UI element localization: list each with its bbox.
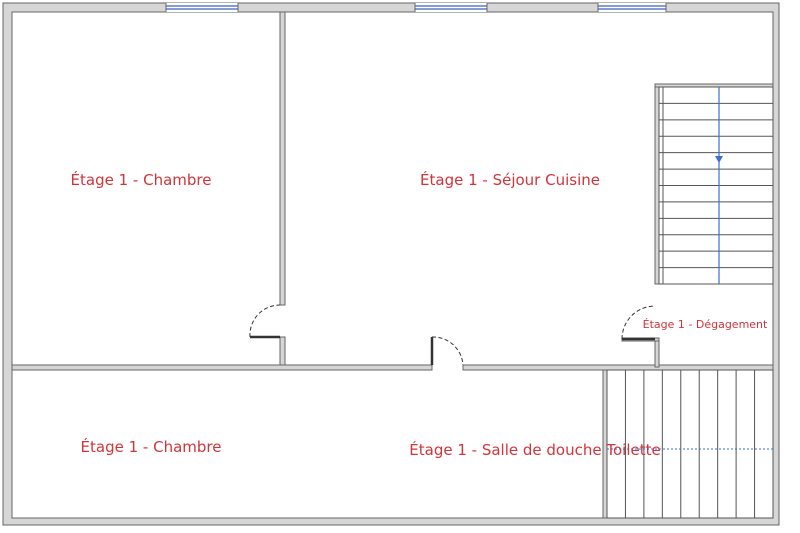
window-top-right xyxy=(598,3,666,12)
doors xyxy=(249,304,656,366)
label-chambre-top: Étage 1 - Chambre xyxy=(71,170,212,189)
label-degagement: Étage 1 - Dégagement xyxy=(643,318,768,331)
windows xyxy=(165,3,667,12)
label-sejour-cuisine: Étage 1 - Séjour Cuisine xyxy=(420,170,600,189)
door-chambre-sejour xyxy=(249,304,281,339)
wall-chambre-sejour-upper xyxy=(279,11,286,306)
door-degagement xyxy=(621,305,656,341)
interior-walls xyxy=(11,11,774,519)
label-salle-de-douche: Étage 1 - Salle de douche Toilette xyxy=(409,440,660,459)
staircase-upper xyxy=(658,86,774,285)
stair-lower-outline xyxy=(606,369,774,519)
staircase-lower xyxy=(606,369,774,519)
wall-chambre-sejour-lower xyxy=(279,336,286,368)
window-top-middle xyxy=(415,3,487,12)
wall-horizontal-left xyxy=(11,364,433,371)
label-chambre-bottom: Étage 1 - Chambre xyxy=(81,437,222,456)
door-sejour-bottom xyxy=(430,336,464,366)
wall-horizontal-mid xyxy=(462,364,774,371)
stair-direction-arrow xyxy=(715,87,723,284)
wall-stair-left xyxy=(654,83,660,285)
wall-degagement-left xyxy=(654,339,660,368)
window-top-left xyxy=(166,3,238,12)
